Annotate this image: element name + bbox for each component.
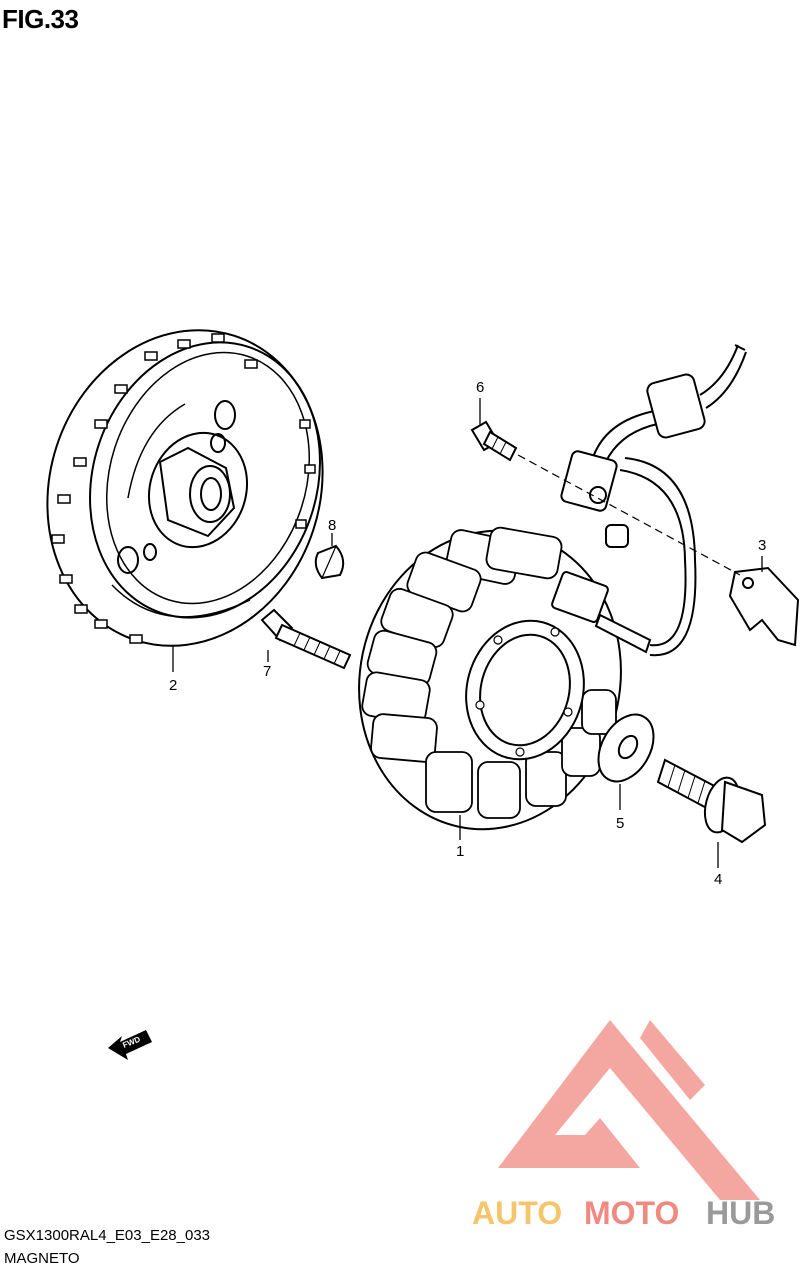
figure-title: FIG.33 (2, 4, 79, 34)
rotor-part (46, 329, 324, 647)
leader-lines (172, 398, 763, 868)
callout-5: 5 (616, 815, 624, 832)
callouts: 1 2 3 4 5 6 7 8 (169, 379, 766, 888)
fwd-arrow-icon: FWD (108, 1030, 152, 1060)
callout-3: 3 (758, 537, 766, 554)
stator-part (358, 526, 652, 831)
callout-4: 4 (714, 871, 722, 888)
washer-part (597, 713, 655, 783)
bolt-part-4 (656, 758, 767, 844)
callout-8: 8 (328, 517, 336, 534)
model-code: GSX1300RAL4_E03_E28_033 (4, 1227, 211, 1244)
callout-7: 7 (263, 663, 271, 680)
bolt-part-7 (260, 608, 352, 670)
watermark-text-moto: MOTO (584, 1195, 679, 1231)
clamp-part (728, 566, 800, 647)
callout-1: 1 (456, 843, 464, 860)
watermark-text-hub: HUB (706, 1195, 775, 1231)
watermark-logo: AUTO MOTO HUB (472, 1020, 775, 1231)
watermark-text-auto: AUTO (472, 1195, 562, 1231)
alignment-line (517, 454, 741, 576)
section-name: MAGNETO (4, 1250, 80, 1267)
watermark-triangle-icon (498, 1020, 760, 1200)
callout-6: 6 (476, 379, 484, 396)
callout-2: 2 (169, 677, 177, 694)
wire-harness (560, 344, 747, 657)
screw-part (470, 420, 518, 462)
key-part (314, 544, 345, 580)
